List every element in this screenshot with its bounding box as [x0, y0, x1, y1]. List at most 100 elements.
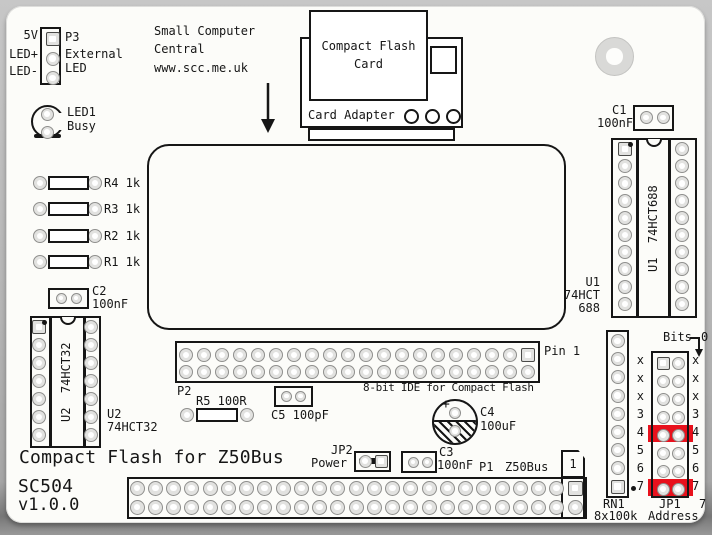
jp1-row-label-right: x [692, 389, 700, 403]
p1-pin1-marker: 1 [561, 450, 585, 478]
jp1-row-label-left: 5 [636, 443, 644, 457]
pad [675, 279, 689, 294]
jp1-row-label-right: x [692, 353, 700, 367]
resistor-r3-body [48, 202, 89, 216]
pad [431, 365, 445, 379]
p3-pin-label-5v: 5V [23, 28, 38, 42]
jp1-row-label-right: x [692, 371, 700, 385]
pad [251, 365, 265, 379]
p3-pin-label-led-plus: LED+ [9, 47, 38, 61]
c2-capacitor [48, 288, 89, 309]
pad [45, 71, 60, 85]
pad [197, 348, 211, 362]
u1-pin1-dot [628, 142, 633, 147]
jp1-row-label-right: 3 [692, 407, 700, 421]
pad [421, 480, 437, 496]
pad [403, 499, 419, 515]
resistor-r3-pads [33, 202, 103, 216]
pad [287, 348, 301, 362]
pad [512, 480, 528, 496]
pad [610, 334, 625, 348]
card-adapter-tab [308, 128, 455, 141]
pad [220, 480, 236, 496]
c4-pads [449, 406, 461, 438]
jp1-bit-last-label: 7 [699, 497, 707, 511]
pad [494, 499, 510, 515]
pad [671, 374, 685, 388]
pad [32, 410, 46, 424]
pad [45, 51, 60, 66]
resistor-r4-body [48, 176, 89, 190]
pad [467, 365, 481, 379]
jp1-row-label-right: 7 [692, 479, 700, 493]
pad-square-pin1 [45, 32, 60, 46]
pad [407, 456, 419, 468]
pad [618, 228, 632, 242]
pad [323, 365, 337, 379]
pad [33, 176, 47, 190]
c1-value: 100nF [597, 116, 634, 130]
pad [439, 499, 455, 515]
pad [395, 365, 409, 379]
pad [33, 229, 47, 243]
u1-refdes-line1: U1 [585, 275, 600, 289]
p1-refdes: P1 [479, 460, 494, 474]
r5-body [196, 408, 238, 422]
pad [449, 365, 463, 379]
pad [305, 348, 319, 362]
pad [330, 499, 346, 515]
pad [88, 176, 102, 190]
pad [413, 348, 427, 362]
c2-value: 100nF [92, 297, 129, 311]
p3-pin-label-led-minus: LED- [9, 64, 38, 78]
pad [147, 480, 163, 496]
pad [385, 480, 400, 496]
pad [656, 410, 670, 424]
p3-desc-line2: LED [65, 61, 87, 75]
jp1-row-label-right: 6 [692, 461, 700, 475]
adapter-circle-1 [404, 109, 419, 124]
pad [281, 390, 292, 402]
pad [202, 499, 218, 515]
pad [179, 365, 193, 379]
pad [618, 159, 632, 174]
pad [293, 499, 309, 515]
pad [610, 461, 625, 476]
pad [233, 348, 247, 362]
pad [656, 428, 670, 442]
jp1-row-label-left: x [636, 353, 644, 367]
u2-body-left-line [49, 318, 52, 446]
c1-refdes: C1 [612, 103, 627, 117]
pad-square-pin1 [656, 356, 670, 370]
pad [257, 499, 273, 515]
c4-polarity-mark: + [442, 397, 450, 412]
pad [675, 210, 689, 225]
pad [305, 365, 319, 379]
jp1-row-label-right: 4 [692, 425, 700, 439]
pad [567, 499, 583, 515]
resistor-r1-body [48, 255, 89, 269]
pad [675, 296, 689, 311]
pad [330, 480, 346, 496]
pad [610, 425, 625, 439]
board-version: v1.0.0 [18, 495, 80, 515]
jp1-bits-label: Bits [663, 330, 692, 344]
led1-pads [40, 107, 54, 147]
pad [33, 202, 47, 216]
pad [618, 245, 632, 260]
pad [671, 464, 685, 478]
c3-capacitor [401, 451, 437, 473]
pad [639, 111, 653, 124]
pad [84, 338, 98, 352]
p2-ide-header [175, 341, 540, 383]
pad [531, 480, 546, 496]
pad [240, 408, 254, 422]
jp1-row-label-left: 3 [636, 407, 644, 421]
pad [618, 176, 632, 191]
pad [395, 348, 409, 362]
pad [366, 480, 382, 496]
pad [220, 499, 236, 515]
led1-desc: Busy [67, 119, 96, 133]
pad [233, 365, 247, 379]
pad [675, 159, 689, 174]
